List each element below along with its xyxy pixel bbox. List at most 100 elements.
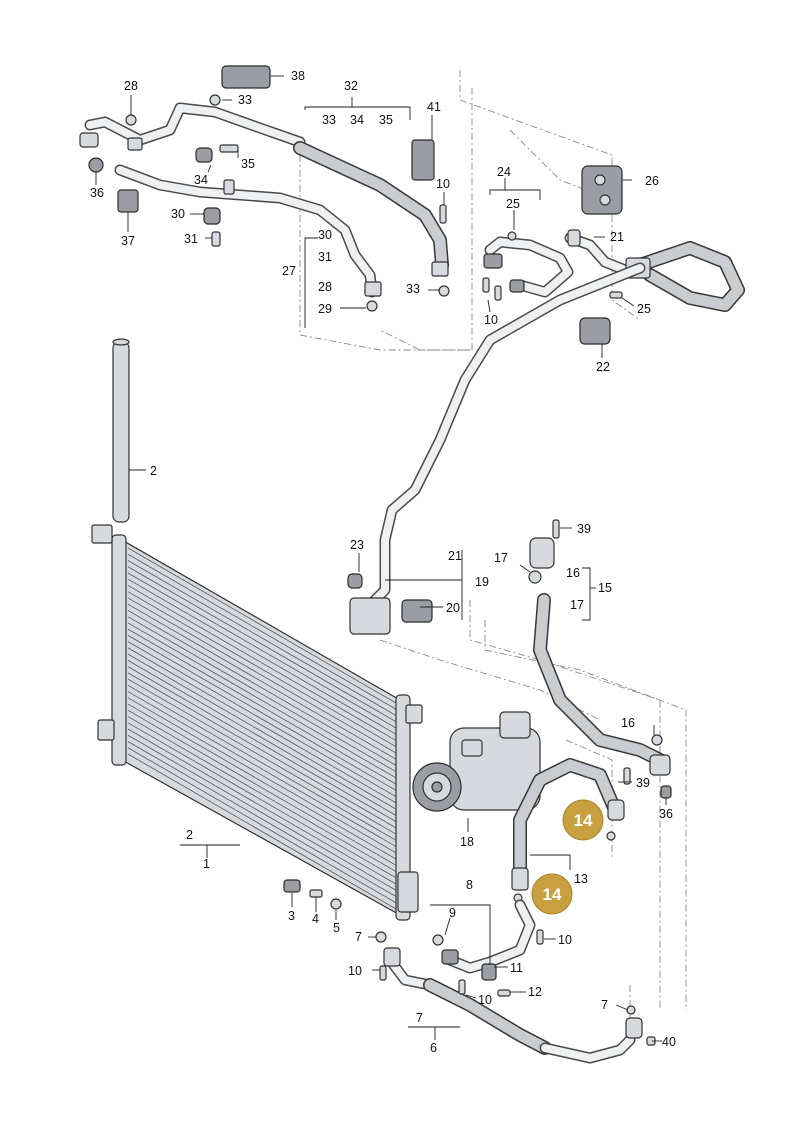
callout-9: 9	[449, 906, 456, 920]
upper-line-assembly	[79, 102, 449, 298]
bolt-part	[494, 285, 502, 301]
highlight-badge	[562, 799, 604, 841]
callout-38: 38	[291, 69, 305, 83]
callout-5: 5	[333, 921, 340, 935]
callout-39: 39	[577, 522, 591, 536]
condenser-fin-line	[127, 666, 397, 822]
callout-12: 12	[528, 985, 542, 999]
clip-part	[609, 291, 623, 299]
line-flange-bracket	[349, 597, 391, 635]
callout-16: 16	[621, 716, 635, 730]
callout-6: 6	[430, 1041, 437, 1055]
callout-30: 30	[171, 207, 185, 221]
callout-22: 22	[596, 360, 610, 374]
condenser-fin-line	[127, 635, 397, 791]
port-hole	[594, 174, 606, 186]
callout-10: 10	[348, 964, 362, 978]
callout-20: 20	[446, 601, 460, 615]
condenser-fin-line	[127, 566, 397, 723]
callout-40: 40	[662, 1035, 676, 1049]
condenser-part	[91, 524, 423, 921]
condenser-fin-line	[127, 741, 397, 897]
callout-41: 41	[427, 100, 441, 114]
bolt-part	[482, 277, 490, 293]
o-ring-part	[366, 300, 378, 312]
callout-26: 26	[645, 174, 659, 188]
callout-28: 28	[318, 280, 332, 294]
compressor-part	[412, 711, 541, 812]
callout-36: 36	[90, 186, 104, 200]
bracket-part	[117, 189, 139, 213]
callout-17: 17	[494, 551, 508, 565]
condenser-fin-line	[127, 610, 397, 766]
receiver-drier-part	[112, 338, 130, 523]
callout-2: 2	[150, 464, 157, 478]
callout-10: 10	[478, 993, 492, 1007]
condenser-fin-line	[127, 572, 397, 729]
condenser-fin-line	[127, 597, 397, 754]
cap-part	[195, 147, 213, 163]
line-fitting-block	[509, 279, 525, 293]
highlight-badge	[531, 873, 573, 915]
callout-7: 7	[601, 998, 608, 1012]
condenser-fin-line	[127, 653, 397, 810]
bracket-part	[579, 317, 611, 345]
callout-34: 34	[194, 173, 208, 187]
callout-33: 33	[406, 282, 420, 296]
condenser-fin-line	[127, 734, 397, 891]
condenser-fin-line	[127, 747, 397, 904]
callout-35: 35	[241, 157, 255, 171]
condenser-fin-line	[127, 753, 397, 910]
condenser-fin-line	[127, 560, 397, 716]
suction-hose-assembly	[511, 519, 672, 903]
bracket-part	[411, 139, 435, 181]
service-valve-block	[581, 165, 623, 215]
callout-18: 18	[460, 835, 474, 849]
callout-19: 19	[475, 575, 489, 589]
valve-insert-part	[223, 179, 235, 195]
callout-34: 34	[350, 113, 364, 127]
line-fitting-block	[431, 261, 449, 277]
line-fitting-block	[483, 253, 503, 269]
leader-lines	[95, 75, 667, 1042]
o-ring-part	[209, 94, 221, 106]
condenser-fin-line	[127, 641, 397, 797]
highlighted-callout-14-upper[interactable]: 14	[562, 799, 604, 841]
condenser-fin-line	[127, 697, 397, 854]
callout-16: 16	[566, 566, 580, 580]
upper-right-line-assembly	[482, 165, 745, 345]
callout-39: 39	[636, 776, 650, 790]
callout-4: 4	[312, 912, 319, 926]
callout-10: 10	[558, 933, 572, 947]
condenser-fin-line	[127, 660, 397, 816]
callout-30: 30	[318, 228, 332, 242]
line-fitting-block	[127, 137, 143, 151]
callout-3: 3	[288, 909, 295, 923]
callout-33: 33	[238, 93, 252, 107]
callout-1: 1	[203, 857, 210, 871]
valve-insert-part	[211, 231, 221, 247]
condenser-fin-line	[127, 603, 397, 760]
callout-10: 10	[436, 177, 450, 191]
condenser-fin-line	[127, 716, 397, 872]
port-hole	[599, 194, 611, 206]
callout-37: 37	[121, 234, 135, 248]
o-ring-part	[507, 231, 517, 241]
main-pressure-line	[347, 262, 646, 635]
highlighted-callout-14-lower[interactable]: 14	[531, 873, 573, 915]
line-fitting-block	[364, 281, 382, 297]
condenser-fins	[127, 547, 397, 910]
callout-21: 21	[610, 230, 624, 244]
callout-25: 25	[506, 197, 520, 211]
callout-28: 28	[124, 79, 138, 93]
condenser-fin-line	[127, 553, 397, 710]
callout-7: 7	[416, 1011, 423, 1025]
line-clamp-part	[401, 599, 433, 623]
callout-23: 23	[350, 538, 364, 552]
callout-10: 10	[484, 313, 498, 327]
condenser-fin-line	[127, 622, 397, 779]
o-ring-part	[125, 114, 137, 126]
callout-2: 2	[186, 828, 193, 842]
condenser-fin-line	[127, 684, 397, 841]
